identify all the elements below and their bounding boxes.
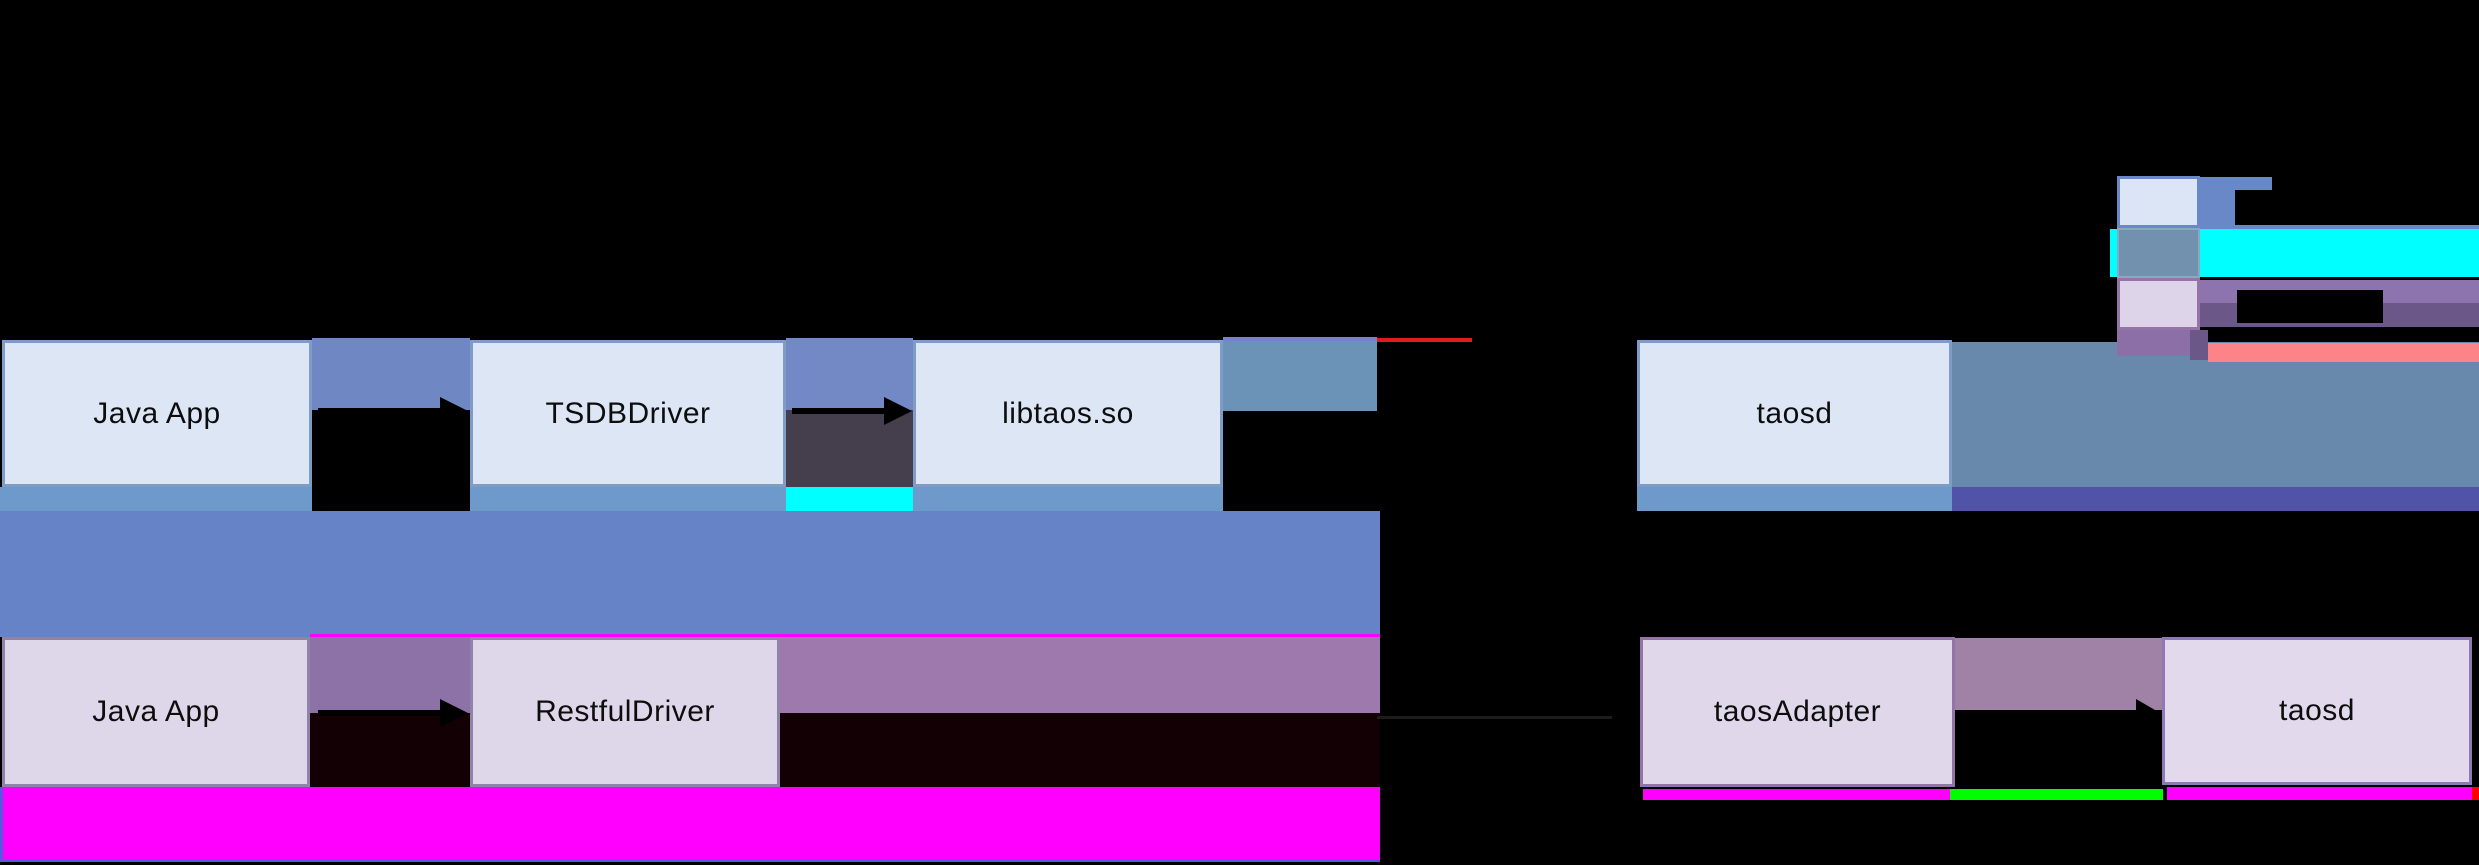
restfuldriver-box: RestfulDriver (470, 637, 780, 787)
legend-swatch-steel-blue (2117, 228, 2200, 278)
jni-arrow2-head (884, 397, 912, 425)
jni-java-app-box: Java App (2, 340, 312, 487)
legend-swatch-light-purple (2117, 278, 2200, 330)
magenta-hairline (310, 634, 1380, 637)
tsdbdriver-box: TSDBDriver (470, 340, 786, 487)
legend-dark-purple-sliver (2190, 330, 2208, 360)
jni-arrow1-shaft (318, 408, 450, 414)
legend-swatch-light-blue (2117, 176, 2200, 228)
rest-arrow1-head (440, 699, 468, 727)
rest-java-app-label: Java App (92, 695, 220, 728)
steel-area (1952, 342, 2479, 487)
legend-text-blob-1 (2235, 190, 2272, 225)
periwinkle-band (0, 511, 1380, 637)
rest-arrow2-shaft (1963, 711, 2145, 717)
dark-maroon-band (780, 713, 1380, 789)
restfuldriver-label: RestfulDriver (535, 695, 715, 728)
jni-arrow2-shaft (792, 408, 890, 414)
legend-text-blob-2 (2237, 290, 2383, 323)
jni-java-app-label: Java App (93, 396, 221, 430)
libtaos-label: libtaos.so (1002, 396, 1134, 430)
legend-salmon-band (2208, 343, 2479, 362)
under-strip-javaapp1 (0, 487, 312, 511)
legend-blue-hairline (2200, 225, 2479, 229)
indigo-strip (1952, 487, 2479, 511)
taosadapter-label: taosAdapter (1713, 695, 1882, 728)
steel-block-right-of-lib (1223, 341, 1377, 411)
libtaos-box: libtaos.so (913, 340, 1223, 487)
violet-hairline (1223, 337, 1377, 341)
magenta-strip-adapter (1643, 789, 1950, 800)
red-line (1377, 338, 1472, 342)
jni-arrow3-head (1610, 398, 1636, 422)
jni-arrow1-head (440, 397, 468, 425)
rest-gap2-block (1955, 638, 2162, 710)
under-strip-cyan (786, 487, 913, 511)
jni-taosd-label: taosd (1756, 396, 1833, 430)
under-strip-libtaos (913, 487, 1223, 511)
under-strip-tsdbdriver (470, 487, 786, 511)
magenta-band (0, 787, 1380, 862)
jni-taosd-box: taosd (1637, 340, 1952, 487)
rest-long-arrow-head (1612, 703, 1638, 729)
tsdbdriver-label: TSDBDriver (545, 396, 711, 430)
rest-long-arrow-shaft (1377, 716, 1615, 719)
rest-arrow1-shaft (318, 710, 450, 716)
magenta-strip-taosd (2167, 787, 2472, 800)
taosadapter-box: taosAdapter (1640, 637, 1955, 787)
rest-taosd-box: taosd (2162, 637, 2472, 785)
rest-taosd-label: taosd (2279, 694, 2355, 727)
rest-arrow2-head (2136, 699, 2162, 729)
rest-java-app-box: Java App (2, 637, 310, 787)
green-strip (1950, 789, 2163, 800)
red-sliver (2472, 787, 2479, 800)
under-strip-taosd (1637, 487, 1952, 511)
long-purple-band (780, 637, 1380, 713)
